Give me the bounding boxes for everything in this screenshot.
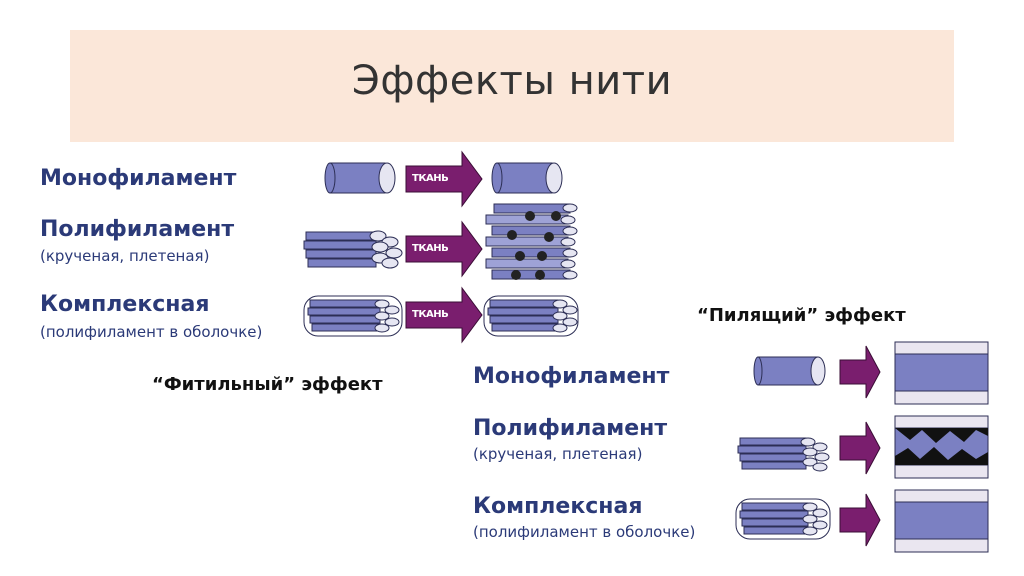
wick-arrow-1 [405, 150, 483, 208]
saw-mono-label: Монофиламент [473, 364, 670, 389]
wick-arrow-2 [405, 220, 483, 278]
wick-effect-title: “Фитильный” эффект [152, 374, 383, 395]
wick-poly-bundle [303, 230, 403, 269]
saw-mono-cylinder [753, 356, 826, 386]
wick-arrow-1-label: ТКАНЬ [412, 173, 449, 184]
wick-poly-label: Полифиламент [40, 217, 235, 242]
saw-poly-sublabel: (крученая, плетеная) [473, 445, 643, 463]
wick-poly-result [485, 203, 578, 280]
page-title: Эффекты нити [351, 58, 673, 104]
saw-effect-title: “Пилящий” эффект [697, 305, 906, 326]
saw-complex-sublabel: (полифиламент в оболочке) [473, 523, 696, 541]
wick-mono-cylinder [324, 162, 396, 194]
wick-complex-result [483, 295, 579, 337]
saw-poly-result [894, 415, 989, 479]
saw-arrow-2 [839, 421, 881, 475]
wick-arrow-3-label: ТКАНЬ [412, 309, 449, 320]
saw-poly-bundle [737, 437, 830, 472]
wick-poly-sublabel: (крученая, плетеная) [40, 247, 210, 265]
saw-complex-result [894, 489, 989, 553]
saw-complex-bundle [735, 498, 831, 540]
wick-mono-label: Монофиламент [40, 166, 237, 191]
saw-arrow-1 [839, 345, 881, 399]
wick-complex-label: Комплексная [40, 292, 210, 317]
wick-arrow-3 [405, 286, 483, 344]
saw-mono-result [894, 341, 989, 405]
saw-complex-label: Комплексная [473, 494, 643, 519]
saw-poly-label: Полифиламент [473, 416, 668, 441]
wick-arrow-2-label: ТКАНЬ [412, 243, 449, 254]
wick-complex-sublabel: (полифиламент в оболочке) [40, 323, 263, 341]
wick-complex-bundle [303, 295, 403, 337]
title-band [70, 30, 954, 142]
wick-mono-result [491, 162, 563, 194]
saw-arrow-3 [839, 493, 881, 547]
